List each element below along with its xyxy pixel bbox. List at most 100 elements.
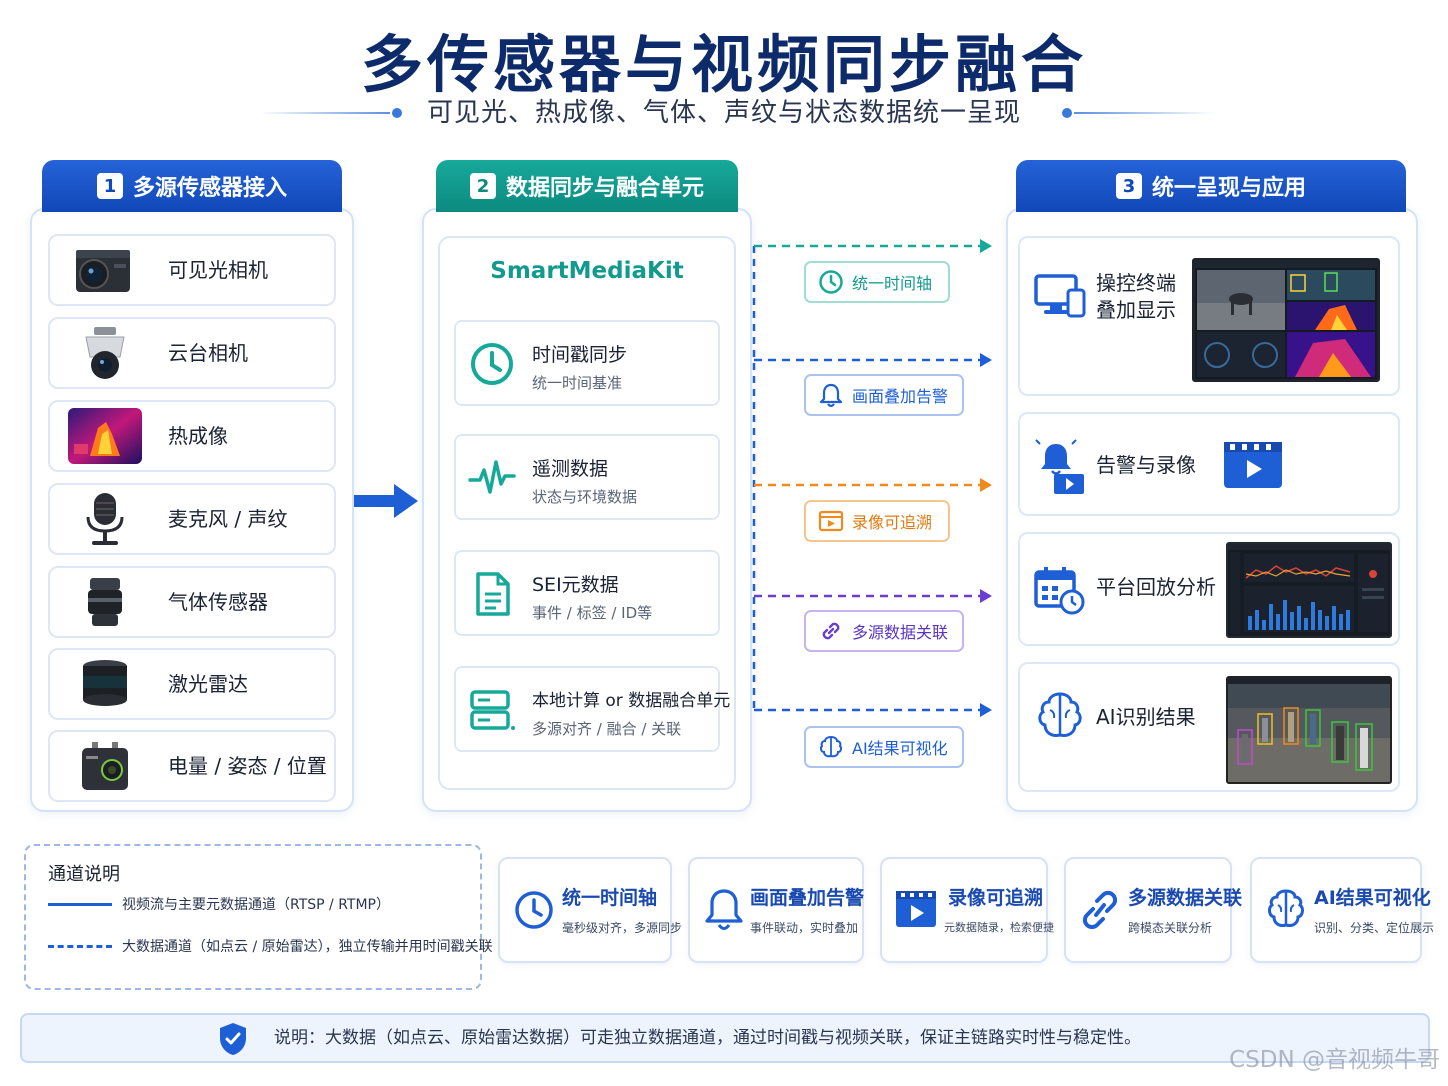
- film-icon: [818, 510, 844, 532]
- terminal-screenshot: [1192, 258, 1380, 382]
- gas-sensor-icon: [68, 574, 142, 630]
- subtitle-left-line: [260, 112, 390, 114]
- ptz-camera-icon: [68, 325, 142, 381]
- sensor-item-visible-camera[interactable]: 可见光相机: [48, 234, 336, 306]
- connector-lines: [752, 239, 992, 717]
- feature-desc: 事件联动，实时叠加: [750, 921, 859, 935]
- fusion-item-timestamp[interactable]: 时间戳同步 统一时间基准: [454, 320, 720, 406]
- link-icon: [1078, 885, 1122, 935]
- fusion-item-title: 本地计算 or 数据融合单元: [532, 691, 731, 711]
- connector-label-text: 录像可追溯: [852, 513, 933, 532]
- calendar-clock-icon: [1034, 564, 1086, 616]
- output-label-line2: 叠加显示: [1096, 298, 1176, 322]
- feature-ai-visual[interactable]: AI结果可视化 识别、分类、定位展示: [1250, 857, 1434, 963]
- sensor-label: 麦克风 / 声纹: [168, 507, 288, 531]
- connector-label-text: 画面叠加告警: [852, 387, 949, 406]
- pulse-icon: [468, 454, 516, 502]
- sensor-label: 云台相机: [168, 341, 248, 365]
- sensor-item-ptz-camera[interactable]: 云台相机: [48, 317, 336, 389]
- fusion-item-telemetry[interactable]: 遥测数据 状态与环境数据: [454, 434, 720, 520]
- fusion-item-sei[interactable]: SEI元数据 事件 / 标签 / ID等: [454, 550, 720, 636]
- feature-multi-source[interactable]: 多源数据关联 跨模态关联分析: [1064, 857, 1242, 963]
- feature-recording[interactable]: 录像可追溯 元数据随录，检索便捷: [880, 857, 1054, 963]
- sensor-label: 电量 / 姿态 / 位置: [168, 754, 327, 778]
- output-label-line1: 平台回放分析: [1096, 575, 1216, 599]
- subtitle-right-line: [1074, 112, 1214, 114]
- box-camera-icon: [68, 242, 142, 298]
- playback-dashboard-screenshot: [1226, 542, 1392, 638]
- page-title: 多传感器与视频同步融合: [360, 28, 1087, 101]
- page-subtitle: 可见光、热成像、气体、声纹与状态数据统一呈现: [426, 98, 1021, 128]
- link-icon: [822, 622, 840, 640]
- feature-title: 录像可追溯: [948, 887, 1044, 909]
- fusion-item-compute[interactable]: 本地计算 or 数据融合单元 多源对齐 / 融合 / 关联: [454, 666, 730, 752]
- sensor-box-icon: [68, 738, 142, 794]
- document-icon: [468, 570, 516, 618]
- fusion-item-desc: 统一时间基准: [532, 374, 623, 392]
- sensor-label: 热成像: [168, 424, 228, 448]
- feature-desc: 识别、分类、定位展示: [1314, 921, 1435, 935]
- connector-label-text: 统一时间轴: [852, 274, 933, 293]
- fusion-panel-header: 2 数据同步与融合单元: [436, 160, 738, 212]
- bell-icon: [819, 383, 843, 408]
- watermark: CSDN @音视频牛哥: [1229, 1047, 1440, 1073]
- feature-desc: 跨模态关联分析: [1128, 921, 1213, 935]
- video-player-icon: [1222, 440, 1284, 490]
- sensor-item-gas[interactable]: 气体传感器: [48, 566, 336, 638]
- microphone-icon: [68, 491, 142, 547]
- brain-icon: [1264, 885, 1308, 935]
- brain-icon: [819, 735, 843, 758]
- output-label-line1: AI识别结果: [1096, 705, 1196, 729]
- output-item-terminal[interactable]: 操控终端 叠加显示: [1018, 236, 1400, 396]
- connector-label-multi-source: 多源数据关联: [804, 610, 964, 652]
- connector-label-overlay-alarm: 画面叠加告警: [804, 374, 964, 416]
- flow-arrow-icon: [354, 484, 418, 518]
- legend-title: 通道说明: [48, 864, 120, 885]
- feature-timeline[interactable]: 统一时间轴 毫秒级对齐，多源同步: [498, 857, 682, 963]
- output-item-alarm-record[interactable]: 告警与录像: [1018, 412, 1400, 516]
- smartmediakit-title: SmartMediaKit: [490, 258, 684, 284]
- feature-overlay-alarm[interactable]: 画面叠加告警 事件联动，实时叠加: [688, 857, 864, 963]
- fusion-item-title: 时间戳同步: [532, 344, 628, 366]
- legend-dashed-text: 大数据通道（如点云 / 原始雷达），独立传输并用时间戳关联: [122, 939, 493, 955]
- connector-label-text: AI结果可视化: [852, 739, 948, 758]
- bell-icon: [702, 885, 746, 935]
- monitor-phone-icon: [1034, 270, 1086, 322]
- bottom-note-text: 说明：大数据（如点云、原始雷达数据）可走独立数据通道，通过时间戳与视频关联，保证…: [274, 1028, 1141, 1048]
- connector-label-timeline: 统一时间轴: [804, 261, 950, 303]
- feature-desc: 元数据随录，检索便捷: [944, 921, 1054, 934]
- step-number: 1: [96, 173, 123, 199]
- subtitle-right-dot: [1062, 108, 1072, 118]
- step-number: 3: [1115, 173, 1142, 199]
- output-panel-title: 统一呈现与应用: [1151, 176, 1306, 201]
- sensor-item-power-attitude[interactable]: 电量 / 姿态 / 位置: [48, 730, 336, 802]
- output-label-line1: 告警与录像: [1096, 453, 1196, 477]
- clock-icon: [468, 340, 516, 388]
- fusion-item-desc: 多源对齐 / 融合 / 关联: [532, 720, 682, 738]
- bottom-note: 说明：大数据（如点云、原始雷达数据）可走独立数据通道，通过时间戳与视频关联，保证…: [20, 1013, 1430, 1063]
- feature-title: AI结果可视化: [1314, 887, 1431, 909]
- sensor-item-microphone[interactable]: 麦克风 / 声纹: [48, 483, 336, 555]
- fusion-item-desc: 事件 / 标签 / ID等: [532, 604, 653, 622]
- output-panel-header: 3 统一呈现与应用: [1016, 160, 1406, 212]
- sensor-label: 气体传感器: [168, 590, 268, 614]
- fusion-item-title: SEI元数据: [532, 574, 619, 596]
- clock-icon: [819, 270, 843, 294]
- fusion-item-desc: 状态与环境数据: [532, 488, 638, 506]
- thermal-image-icon: [68, 408, 142, 464]
- sensor-label: 可见光相机: [168, 258, 268, 282]
- subtitle-row: 可见光、热成像、气体、声纹与状态数据统一呈现: [0, 96, 1448, 130]
- feature-desc: 毫秒级对齐，多源同步: [562, 921, 683, 935]
- connector-label-text: 多源数据关联: [852, 623, 949, 642]
- legend-dashed-line: [48, 945, 112, 948]
- fusion-panel-title: 数据同步与融合单元: [505, 176, 704, 201]
- output-item-playback[interactable]: 平台回放分析: [1018, 532, 1400, 646]
- legend-solid-line: [48, 903, 112, 906]
- channel-legend: 通道说明 视频流与主要元数据通道（RTSP / RTMP） 大数据通道（如点云 …: [24, 844, 493, 990]
- output-item-ai-result[interactable]: AI识别结果: [1018, 662, 1400, 792]
- subtitle-left-dot: [392, 108, 402, 118]
- sensor-item-thermal[interactable]: 热成像: [48, 400, 336, 472]
- connector-label-recording: 录像可追溯: [804, 500, 950, 542]
- sensor-item-lidar[interactable]: 激光雷达: [48, 648, 336, 720]
- feature-title: 多源数据关联: [1128, 887, 1243, 909]
